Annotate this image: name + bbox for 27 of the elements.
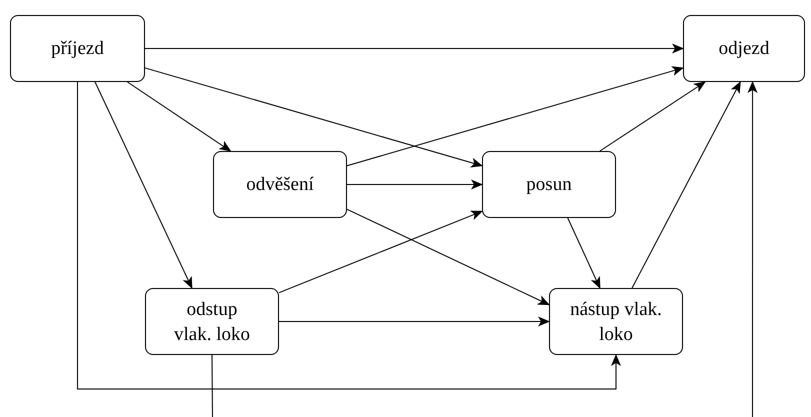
arrow [599,81,706,152]
node-label: odstup vlak. loko [173,298,251,346]
process-box [145,288,279,355]
arrow [748,81,758,417]
arrow [278,210,483,294]
arrow [77,82,621,390]
process-box [213,151,347,218]
node-label: příjezd [51,37,104,61]
arrow [346,208,550,306]
node-label: odjezd [718,37,770,61]
process-box [683,15,805,82]
node-label: posun [526,173,572,197]
process-box [482,151,616,218]
process-box [10,15,145,82]
arrow [567,218,600,289]
arrow [144,67,483,168]
arrow [346,66,684,166]
arrow [144,44,684,54]
node-label: odvěšení [246,173,314,197]
arrow [94,82,192,289]
arrow [278,316,550,326]
connector-line [212,354,213,417]
arrow [126,82,232,152]
arrow [346,180,483,190]
process-box [549,288,683,355]
arrow [632,81,741,288]
node-label: nástup vlak. loko [570,298,662,346]
